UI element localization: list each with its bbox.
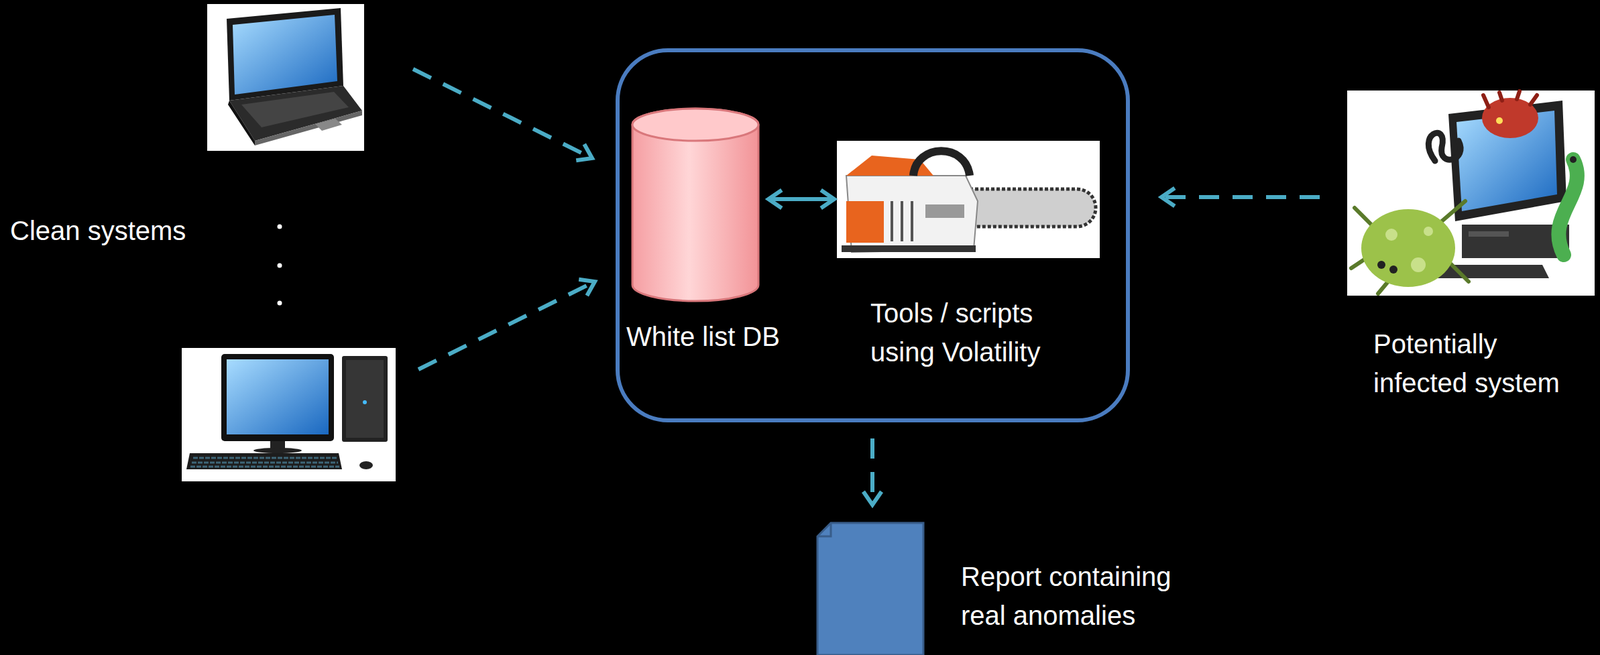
document-shape: [816, 521, 925, 655]
dashed-arrow: [1161, 187, 1320, 206]
infected-system: Potentially infected system: [1347, 90, 1595, 296]
node-label: Potentially infected system: [1373, 324, 1578, 403]
tool-node: Tools / scripts using Volatility: [836, 140, 1100, 259]
node-label: Tools / scripts using Volatility: [870, 293, 1072, 372]
chainsaw-illustration: [836, 140, 1100, 259]
node-label: Clean systems: [10, 211, 232, 251]
cylinder-shape: [630, 107, 761, 304]
dashed-arrow: [413, 69, 593, 161]
clean-systems-group: Clean systems: [6, 4, 403, 482]
arrow-head: [1161, 187, 1175, 206]
infected-system-illustration: [1347, 90, 1595, 296]
double-arrow: [768, 189, 835, 208]
arrow-head: [576, 144, 593, 161]
arrow-head: [768, 189, 782, 208]
arrow-head: [820, 189, 835, 208]
node-label: Report containing real anomalies: [960, 557, 1189, 636]
arrow-head: [863, 491, 882, 505]
report-document: Report containing real anomalies: [816, 521, 925, 655]
ellipsis-dots: [277, 224, 283, 306]
node-label: White list DB: [626, 317, 815, 357]
dashed-arrow: [418, 279, 595, 370]
analysis-box: White list DB Tools / scripts using Volat…: [615, 48, 1130, 423]
dashed-arrow: [863, 438, 882, 505]
arrow-head: [578, 279, 595, 296]
desktop-illustration: [181, 348, 396, 482]
database-cylinder: White list DB: [630, 107, 761, 304]
laptop-illustration: [207, 4, 365, 151]
